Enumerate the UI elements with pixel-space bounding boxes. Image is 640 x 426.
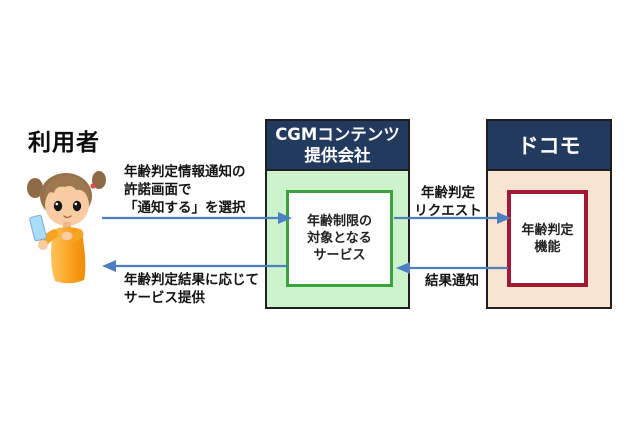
user-girl-icon (27, 171, 106, 284)
docomo-header: ドコモ (488, 121, 610, 171)
cgm-provider-body: 年齢制限の 対象となる サービス (267, 171, 408, 307)
docomo-body: 年齢判定 機能 (488, 171, 610, 307)
label-user-to-cgm: 年齢判定情報通知の 許諾画面で 「通知する」を選択 (124, 164, 246, 216)
label-cgm-to-docomo: 年齢判定 リクエスト (414, 185, 482, 219)
cgm-provider-box: CGMコンテンツ 提供会社 年齢制限の 対象となる サービス (265, 119, 410, 309)
docomo-box: ドコモ 年齢判定 機能 (486, 119, 612, 309)
actor-label: 利用者 (28, 130, 100, 156)
age-determination-function-box: 年齢判定 機能 (507, 190, 588, 287)
cgm-provider-header: CGMコンテンツ 提供会社 (267, 121, 408, 171)
age-restricted-service-box: 年齢制限の 対象となる サービス (286, 190, 393, 287)
label-docomo-to-cgm: 結果通知 (425, 273, 479, 289)
label-cgm-to-user: 年齢判定結果に応じて サービス提供 (124, 272, 259, 306)
